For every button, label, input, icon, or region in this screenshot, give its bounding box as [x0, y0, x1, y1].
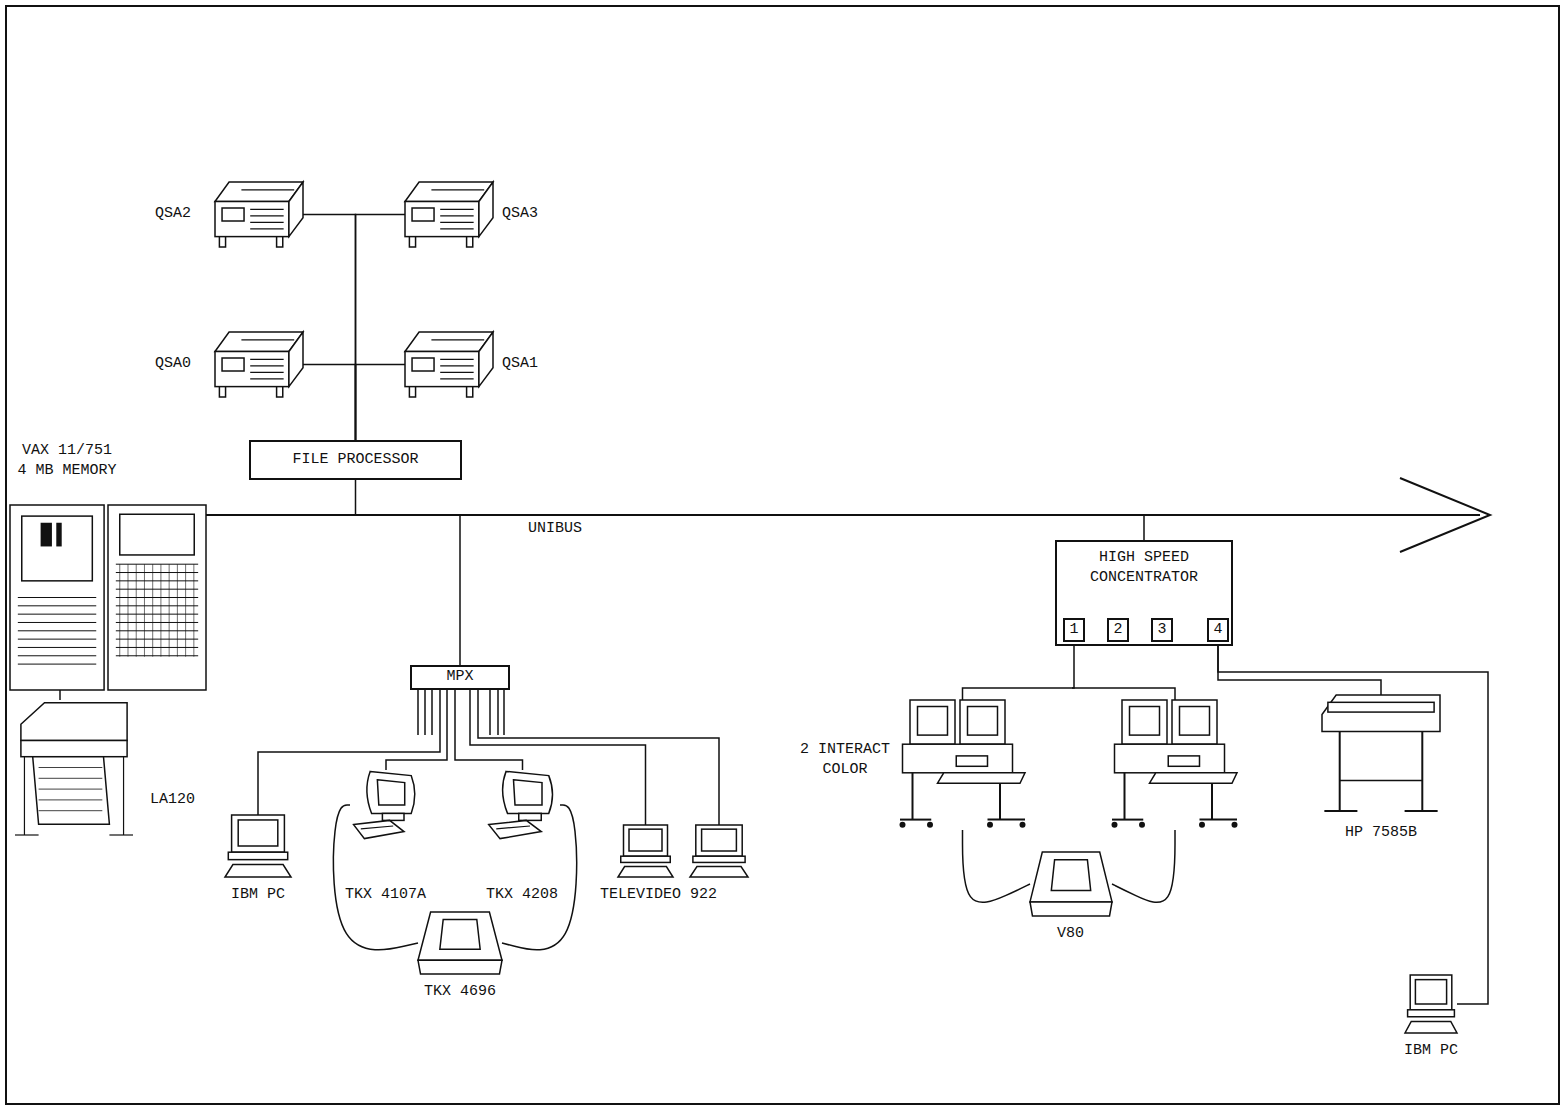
device-label: IBM PC: [229, 885, 287, 905]
terminal-icon: [618, 825, 673, 877]
concentrator-box: HIGH SPEED CONCENTRATOR 1 2 3 4: [1055, 540, 1233, 646]
terminal-icon: [1405, 975, 1457, 1033]
terminal: IBM PC: [225, 815, 291, 877]
cable: [470, 690, 646, 825]
plotter: HP 7585B: [1322, 695, 1440, 817]
device-label: QSA3: [500, 204, 540, 224]
box-label: 1: [1069, 620, 1078, 640]
cable: [206, 480, 356, 515]
graphics-terminal-icon: [489, 771, 553, 838]
unibus-arrow: [206, 478, 1490, 552]
box-label: 4: [1213, 620, 1222, 640]
port-box: 3: [1151, 618, 1173, 642]
device-label: 2 INTERACT COLOR: [792, 740, 898, 781]
cable: [1218, 642, 1488, 1004]
cable: [963, 830, 1031, 902]
graphics-tablet-icon: [418, 912, 502, 974]
frame: [6, 6, 1559, 1104]
wiring: [418, 688, 1175, 902]
disk-drive-icon: [405, 182, 493, 247]
disk-drive: QSA0: [215, 332, 303, 397]
cable: [356, 365, 406, 441]
terminal: TELEVIDEO 922: [618, 825, 673, 877]
cable: [963, 642, 1075, 700]
box-label: 3: [1157, 620, 1166, 640]
cable: [455, 690, 523, 770]
cable: [206, 515, 460, 665]
cable: [1218, 642, 1381, 695]
cable: [206, 515, 1144, 540]
cable: [356, 215, 406, 441]
disk-drive-icon: [215, 182, 303, 247]
printer-icon: [15, 703, 133, 835]
workstation-icon: [900, 700, 1026, 828]
port-box: 4: [1207, 618, 1229, 642]
graphics-terminal-icon: [354, 771, 415, 838]
graphics-terminal: TKX 4107A: [350, 770, 422, 840]
port-box: 1: [1063, 618, 1085, 642]
device-label: V80: [1055, 924, 1086, 944]
cable: [258, 690, 440, 815]
plotter-icon: [1322, 695, 1440, 811]
device-label: TKX 4696: [422, 982, 498, 1002]
workstation: 2 INTERACT COLOR: [900, 700, 1025, 830]
graphics-terminal: TKX 4208: [485, 770, 560, 840]
device-label: LA120: [148, 790, 197, 810]
box-label: MPX: [446, 667, 473, 687]
file-processor-box: FILE PROCESSOR: [249, 440, 462, 480]
cable: [502, 805, 577, 950]
terminal-icon: [690, 825, 748, 877]
device-label: TKX 4208: [484, 885, 560, 905]
graphics-tablet: TKX 4696: [418, 912, 502, 974]
terminal-icon: [225, 815, 291, 877]
device-label: VAX 11/751 4 MB MEMORY: [13, 441, 121, 482]
cable: [333, 805, 418, 950]
vax-computer: VAX 11/751 4 MB MEMORY: [10, 505, 206, 690]
box-label: 2: [1113, 620, 1122, 640]
device-label: TELEVIDEO 922: [598, 885, 719, 905]
device-label: IBM PC: [1402, 1041, 1460, 1061]
box-label: FILE PROCESSOR: [292, 450, 418, 470]
disk-drive-icon: [405, 332, 493, 397]
port-box: 2: [1107, 618, 1129, 642]
bus-label: UNIBUS: [526, 519, 584, 539]
cable: [59, 690, 61, 700]
device-label: QSA1: [500, 354, 540, 374]
disk-drive: QSA1: [405, 332, 493, 397]
multiplexer-box: MPX: [410, 665, 510, 690]
disk-drive: QSA2: [215, 182, 303, 247]
box-label: HIGH SPEED CONCENTRATOR: [1087, 548, 1201, 589]
cable: [303, 365, 356, 441]
graphics-tablet-icon: [1030, 852, 1112, 916]
device-label: TKX 4107A: [343, 885, 428, 905]
terminal: IBM PC: [1405, 975, 1457, 1033]
disk-drive: QSA3: [405, 182, 493, 247]
device-label: QSA0: [153, 354, 193, 374]
cable: [386, 690, 447, 770]
cable: [303, 215, 356, 441]
vax-computer-icon: [10, 505, 206, 690]
printer: LA120: [15, 700, 133, 835]
graphics-tablet: V80: [1030, 852, 1112, 916]
workstation-icon: [1112, 700, 1238, 828]
device-label: QSA2: [153, 204, 193, 224]
disk-drive-icon: [215, 332, 303, 397]
device-label: HP 7585B: [1343, 823, 1419, 843]
